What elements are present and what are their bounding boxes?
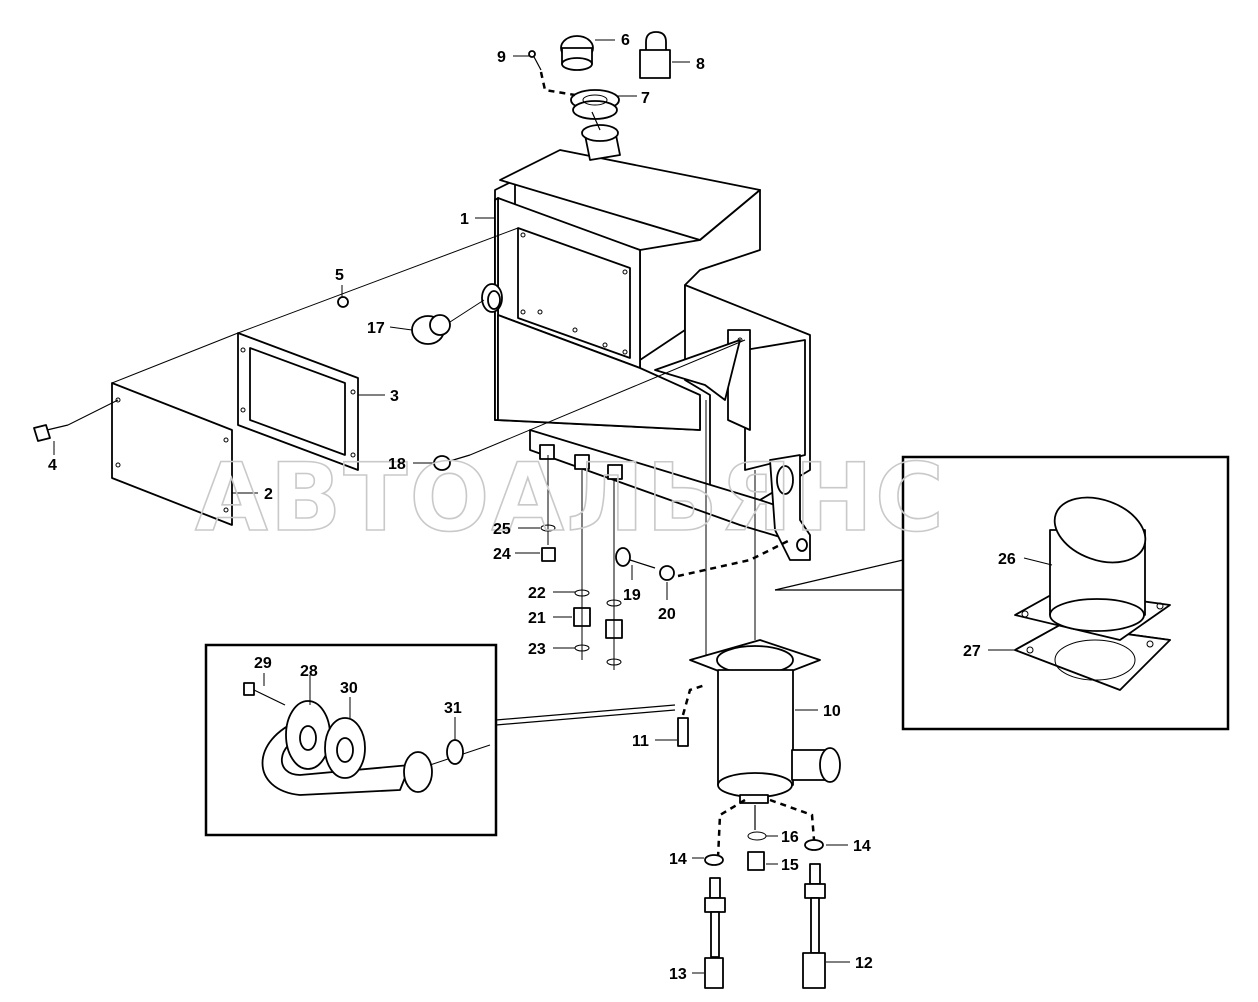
callout-28: 28 xyxy=(300,663,318,680)
callout-17: 17 xyxy=(367,320,385,337)
watermark: АВТОАЛЬЯНС xyxy=(195,444,946,553)
callout-2: 2 xyxy=(264,486,273,503)
callout-3: 3 xyxy=(390,388,399,405)
callout-24: 24 xyxy=(493,546,511,563)
callout-12: 12 xyxy=(855,955,873,972)
callout-8: 8 xyxy=(696,56,705,73)
callout-14a: 14 xyxy=(669,851,687,868)
callout-9: 9 xyxy=(497,49,506,66)
callout-1: 1 xyxy=(460,211,469,228)
callout-6: 6 xyxy=(621,32,630,49)
callout-15: 15 xyxy=(781,857,799,874)
callout-11: 11 xyxy=(632,733,649,750)
suction-housing xyxy=(677,400,841,989)
callout-20: 20 xyxy=(658,606,676,623)
callout-18: 18 xyxy=(388,456,406,473)
fittings xyxy=(540,455,791,670)
callout-14b: 14 xyxy=(853,838,871,855)
callout-22: 22 xyxy=(528,585,546,602)
callout-16: 16 xyxy=(781,829,799,846)
callout-30: 30 xyxy=(340,680,358,697)
callout-26: 26 xyxy=(998,551,1016,568)
callout-21: 21 xyxy=(528,610,546,627)
callout-7: 7 xyxy=(641,90,650,107)
callout-25: 25 xyxy=(493,521,511,538)
detail-box-pipe xyxy=(204,643,676,837)
callout-labels: 1 2 3 4 5 6 7 8 9 10 11 12 13 14 14 15 1… xyxy=(48,32,1016,983)
callout-13: 13 xyxy=(669,966,687,983)
callout-27: 27 xyxy=(963,643,981,660)
callout-4: 4 xyxy=(48,457,57,474)
callout-31: 31 xyxy=(444,700,462,717)
callout-5: 5 xyxy=(335,267,344,284)
callout-19: 19 xyxy=(623,587,641,604)
cover-plates xyxy=(33,227,746,526)
callout-29: 29 xyxy=(254,655,272,672)
callout-10: 10 xyxy=(823,703,841,720)
leader-lines xyxy=(53,39,1053,974)
detail-box-suction-pipe xyxy=(774,455,1230,731)
callout-23: 23 xyxy=(528,641,546,658)
hydraulic-tank xyxy=(481,124,811,561)
filler-cap-assembly xyxy=(528,31,671,131)
